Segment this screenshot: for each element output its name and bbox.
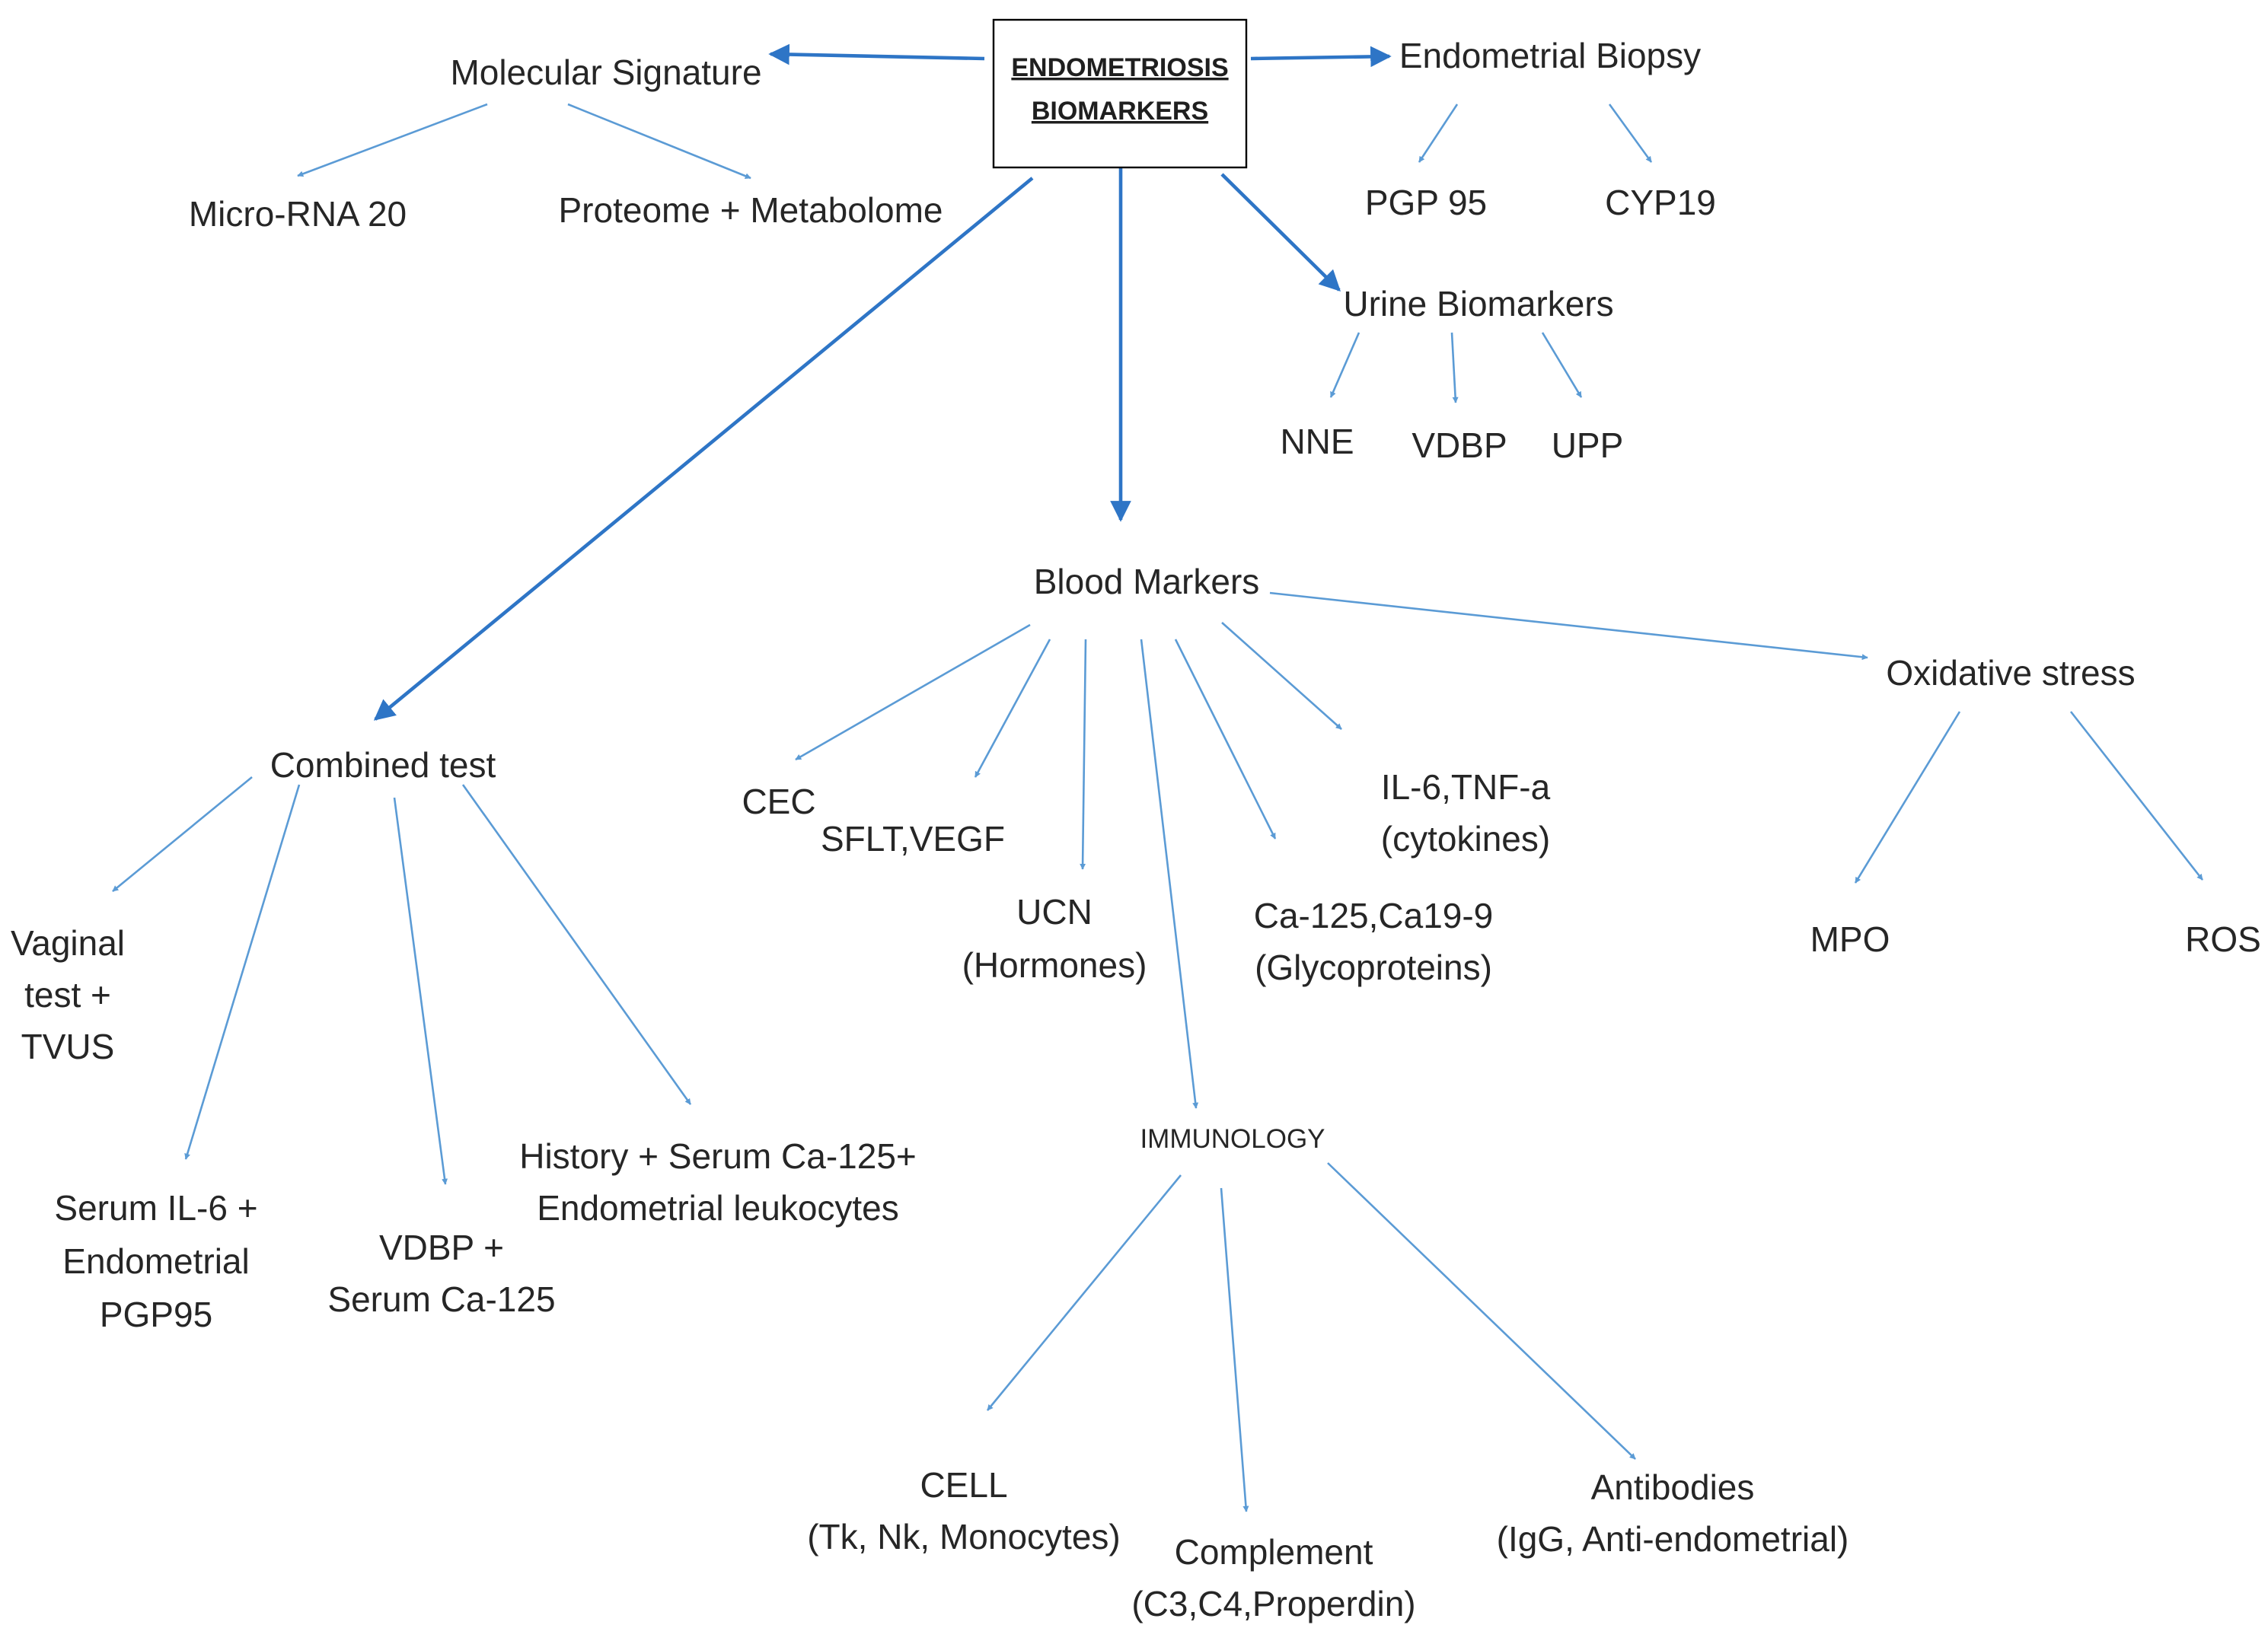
glycoproteins-name-label: Ca-125,Ca19-9 [1254, 896, 1494, 935]
vaginal-line1: Vaginal [11, 923, 125, 963]
sflt-vegf-label: SFLT,VEGF [821, 819, 1005, 859]
root-box [992, 18, 1248, 169]
history-line1: History + Serum Ca-125+ [519, 1136, 917, 1176]
vdbp-ca125-line2: Serum Ca-125 [327, 1279, 555, 1319]
cytokines-name-label: IL-6,TNF-a [1381, 767, 1551, 807]
antibodies-line2: (IgG, Anti-endometrial) [1497, 1519, 1849, 1559]
root-node: ENDOMETRIOSIS BIOMARKERS [992, 18, 1248, 169]
arrow-root-to-biopsy [1250, 46, 1392, 68]
arrow-oxidative-to-mpo [1854, 711, 1961, 884]
arrow-biopsy-to-cyp19 [1608, 104, 1653, 163]
cec-label: CEC [742, 782, 815, 821]
hormones-label: (Hormones) [962, 945, 1147, 985]
arrow-biopsy-to-pgp95 [1418, 104, 1459, 163]
arrow-combined-to-serum-il6 [184, 784, 301, 1160]
complement-line2: (C3,C4,Properdin) [1131, 1584, 1415, 1623]
cytokines-type-label: (cytokines) [1381, 819, 1550, 859]
combined-test-label: Combined test [270, 745, 496, 785]
nne-label: NNE [1280, 422, 1354, 461]
vaginal-line2: test + [24, 975, 111, 1015]
arrow-blood-to-ucn [1080, 639, 1087, 870]
arrow-urine-to-vdbp [1450, 332, 1459, 403]
upp-label: UPP [1552, 425, 1624, 465]
arrow-root-to-combined [373, 177, 1034, 721]
serum-il6-line1: Serum IL-6 + [54, 1188, 257, 1228]
arrow-urine-to-nne [1329, 332, 1360, 398]
proteome-metabolome-label: Proteome + Metabolome [559, 190, 943, 230]
arrow-blood-to-cec [795, 623, 1031, 761]
serum-il6-line3: PGP95 [100, 1295, 212, 1334]
mpo-label: MPO [1810, 919, 1890, 959]
antibodies-line1: Antibodies [1591, 1467, 1755, 1507]
arrow-urine-to-upp [1541, 332, 1583, 398]
molecular-signature-label: Molecular Signature [450, 53, 761, 92]
arrow-combined-to-history [461, 784, 692, 1105]
arrow-root-to-urine [1220, 173, 1341, 292]
glycoproteins-type-label: (Glycoproteins) [1255, 948, 1492, 987]
arrow-combined-to-vdbp [393, 797, 448, 1185]
connector-arrows [112, 43, 2204, 1512]
serum-il6-line2: Endometrial [62, 1241, 249, 1281]
arrow-blood-to-oxidative [1269, 591, 1868, 661]
ucn-label: UCN [1016, 892, 1093, 932]
arrow-immunology-to-complement [1220, 1187, 1249, 1512]
arrow-blood-to-sflt [974, 639, 1051, 778]
oxidative-stress-label: Oxidative stress [1886, 653, 2135, 693]
cell-line2: (Tk, Nk, Monocytes) [807, 1517, 1121, 1556]
ros-label: ROS [2185, 919, 2261, 959]
micro-rna-label: Micro-RNA 20 [189, 194, 407, 234]
cell-line1: CELL [920, 1465, 1007, 1505]
arrow-immunology-to-antibodies [1327, 1162, 1636, 1460]
endometrial-biopsy-label: Endometrial Biopsy [1399, 36, 1701, 75]
root-title-line2: BIOMARKERS [1032, 97, 1208, 126]
complement-line1: Complement [1175, 1532, 1373, 1572]
history-line2: Endometrial leukocytes [537, 1188, 899, 1228]
arrow-blood-to-cytokines [1221, 622, 1342, 730]
arrow-blood-to-glyco [1174, 639, 1277, 840]
vaginal-line3: TVUS [21, 1027, 115, 1066]
arrow-immunology-to-cell [986, 1174, 1182, 1411]
arrow-oxidative-to-ros [2069, 711, 2204, 881]
arrow-molecular-to-proteome [567, 103, 751, 180]
urine-biomarkers-label: Urine Biomarkers [1343, 284, 1613, 323]
arrow-root-to-molecular [768, 43, 985, 65]
arrow-blood-to-immunology [1140, 639, 1199, 1109]
immunology-label: IMMUNOLOGY [1140, 1124, 1325, 1154]
blood-markers-label: Blood Markers [1034, 562, 1260, 601]
urine-vdbp-label: VDBP [1412, 425, 1507, 465]
pgp95-label: PGP 95 [1365, 183, 1487, 222]
arrow-combined-to-vaginal [112, 776, 253, 893]
root-title-line1: ENDOMETRIOSIS [1011, 53, 1228, 82]
arrow-molecular-to-microrna [297, 103, 488, 177]
cyp19-label: CYP19 [1605, 183, 1716, 222]
vdbp-ca125-line1: VDBP + [379, 1228, 504, 1267]
